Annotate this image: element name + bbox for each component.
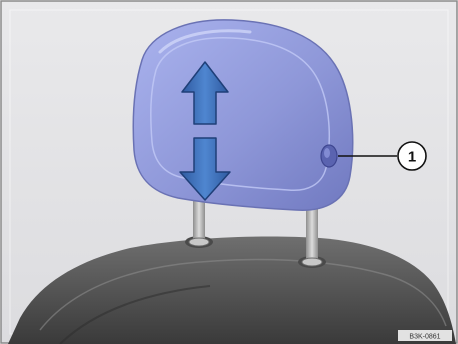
headrest [133, 20, 352, 210]
image-code: B3K-0861 [409, 334, 440, 341]
callout-label: 1 [408, 149, 416, 166]
release-button-icon [321, 145, 337, 167]
